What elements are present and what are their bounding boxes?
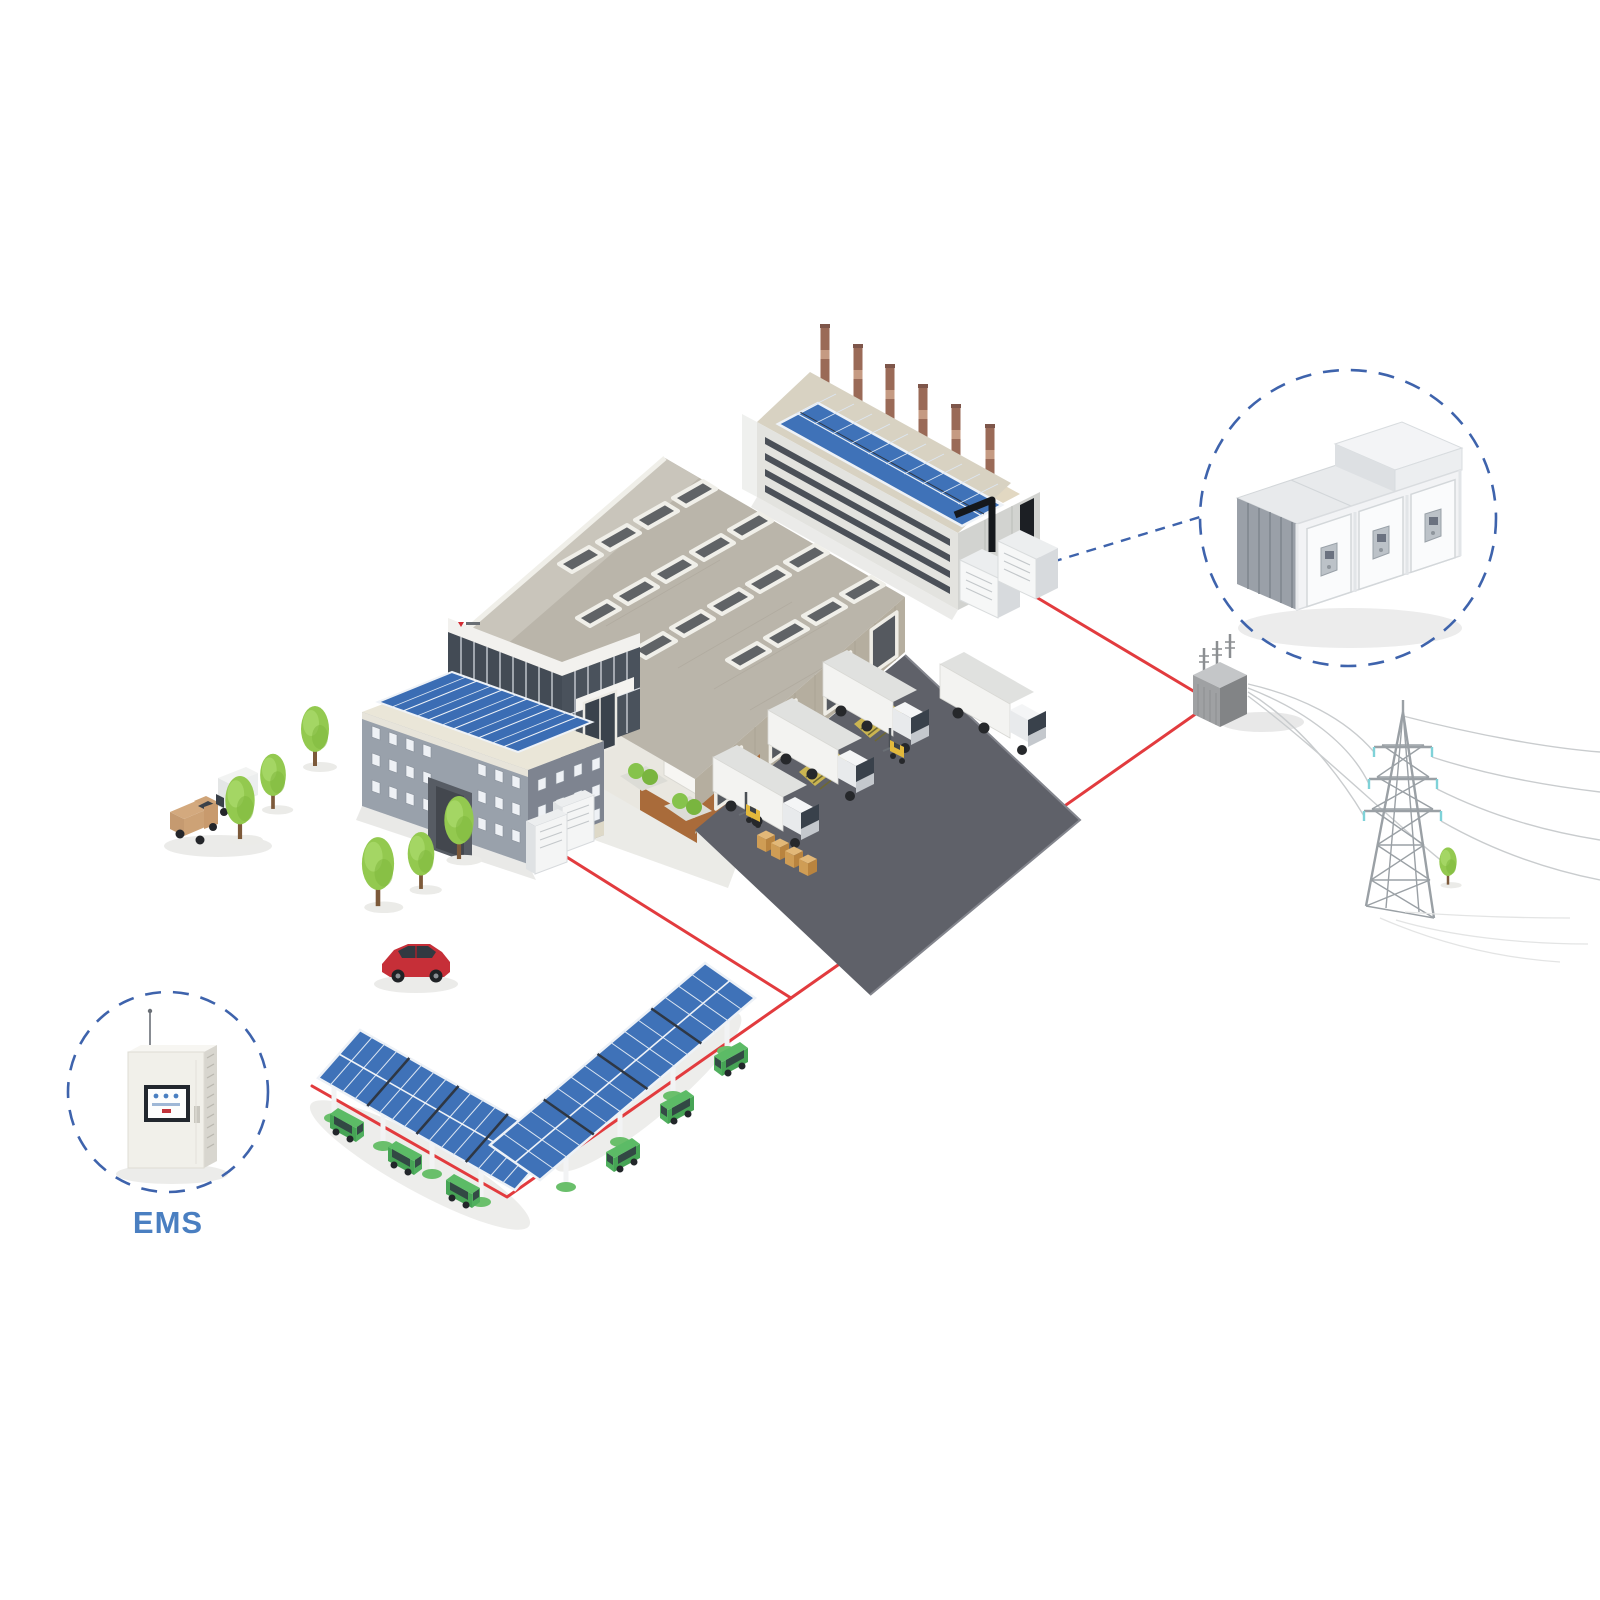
power-lines — [1247, 683, 1600, 881]
ems-dashed-circle — [66, 990, 270, 1194]
loading-dock — [695, 649, 1082, 996]
tree — [361, 837, 404, 914]
dashed-callout-link — [1051, 515, 1201, 564]
factory-building — [742, 324, 1058, 619]
carport-canopy-right — [487, 961, 758, 1182]
warehouse-skylights — [557, 479, 886, 670]
dock-pavement — [695, 655, 1080, 995]
tower-lattice — [1364, 700, 1441, 919]
ems-detail-callout: EMS — [66, 990, 270, 1240]
bess-dashed-circle — [1198, 368, 1498, 668]
bess-door-controllers — [1320, 508, 1442, 577]
transmission-tower — [1247, 683, 1600, 963]
ems-label: EMS — [133, 1205, 203, 1240]
tree — [260, 753, 294, 815]
red-car — [382, 944, 450, 983]
office-rooftop-solar — [375, 670, 595, 754]
tree — [1439, 847, 1462, 889]
link-cabinets-to-bess-detail — [1051, 515, 1201, 564]
dc-cable — [953, 496, 996, 552]
vent-slot — [194, 1106, 200, 1123]
gable-wainscot — [640, 786, 697, 843]
transformer-bushings — [1199, 634, 1235, 672]
wire-ground-shadows — [1379, 911, 1589, 963]
tree — [301, 706, 337, 772]
factory-window-bands — [765, 437, 950, 594]
solar-carport — [316, 961, 758, 1209]
power-line-office-junction-carport — [310, 854, 793, 1199]
factory-rooftop-solar — [775, 393, 1005, 528]
roof-ridge-trim — [453, 456, 667, 642]
office-battery-cabinets — [526, 790, 595, 875]
bess-container — [1235, 421, 1464, 612]
carport-posts — [331, 1021, 730, 1200]
bess-detail-callout — [1198, 368, 1498, 668]
planters — [620, 763, 712, 821]
power-line-factory-transformer — [1034, 595, 1197, 694]
tower-insulators — [1362, 747, 1443, 821]
ems-cabinet — [127, 1008, 217, 1169]
ems-screen — [144, 1085, 190, 1122]
transformer — [1193, 634, 1247, 727]
factory-battery-cabinets — [959, 530, 1058, 619]
annex-logo — [458, 622, 480, 627]
pickup-truck — [170, 796, 218, 845]
